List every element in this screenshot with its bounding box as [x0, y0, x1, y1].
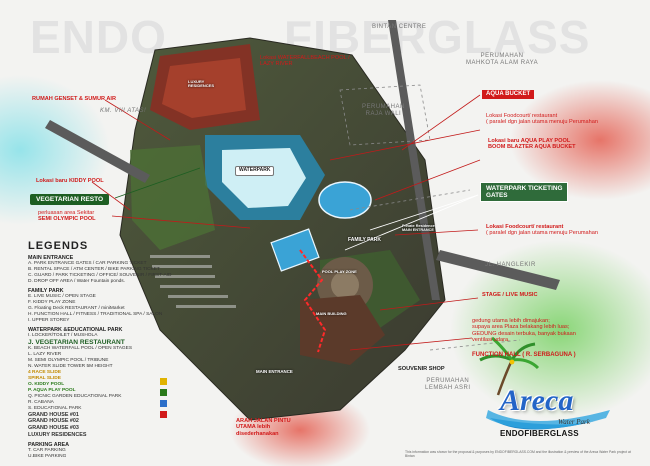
beach-waterfall-pool: [222, 148, 306, 208]
legend-item: GRAND HOUSE #03: [28, 425, 79, 432]
label-main-entrance: MAIN ENTRANCE: [256, 369, 293, 374]
parking-rows: [150, 255, 236, 308]
legend-section-head: FAMILY PARK: [28, 287, 64, 294]
legend-item: L. LAZY RIVER: [28, 351, 62, 357]
fine-print: This information was shown for the propo…: [405, 450, 631, 459]
legend-item: LUXURY RESIDENCES: [28, 431, 87, 438]
road-km-viii: [45, 120, 150, 183]
areca-logo-art: [479, 336, 610, 430]
watermark-left: ENDO: [30, 11, 167, 63]
legend-item: A. PARK ENTRANCE GATES / CAR PARKING TIC…: [28, 261, 147, 266]
label-main-building: MAIN BUILDING: [316, 311, 347, 316]
legend-item: I. UPPER STOREY: [28, 317, 70, 323]
legend-item: SPIRAL SLIDE: [28, 375, 61, 381]
callout-genset: RUMAH GENSET & SUMUR AIR: [32, 96, 117, 102]
legend-item: I. LOCKER/TOILET / MUSHOLA: [28, 332, 98, 338]
callout-foodcourt-1: Lokasi Foodcourt/ restaurant( paralel dg…: [486, 113, 598, 126]
legend-item: N. WATER SLIDE TOWER 5M HEIGHT: [28, 363, 113, 369]
legend-item: GRAND HOUSE #01: [28, 411, 79, 418]
callout-gedung: gedung utama lebih dimajukan;supaya area…: [472, 318, 576, 343]
ticketing-leaders: [344, 194, 479, 251]
legend-title: LEGENDS: [28, 240, 89, 252]
legend-item: R. CABANA: [28, 399, 54, 405]
legend-item: O. KIDDY POOL: [28, 381, 65, 387]
legend-item: B. RENTAL SPACE / ATM CENTER / BIKE PARK…: [28, 266, 160, 272]
legend-item: T. CAR PARKING: [28, 447, 66, 453]
legend-item: J. VEGETARIAN RESTAURANT: [28, 338, 125, 346]
label-jl-hanglekir: JL. HANGLEKIR: [485, 262, 536, 268]
entrance-route: [299, 249, 327, 353]
label-family-park: FAMILY PARK: [348, 237, 381, 243]
legend-item: Q. PICNIC GARDEN EDUCATIONAL PARK: [28, 393, 122, 399]
swatch-cabana: [160, 411, 167, 418]
road-bintan-centre: [388, 20, 440, 300]
glow-red: [510, 80, 650, 200]
legend-item: C. GUARD / PARK TICKETING / OFFICE/ SOUV…: [28, 272, 172, 278]
swatch-4-race-slide: [160, 378, 167, 385]
label-waterpark: WATERPARK: [235, 166, 275, 176]
swatch-aqua-play: [160, 400, 167, 407]
callout-leaders: [91, 94, 481, 351]
legend-item: S. EDUCATIONAL PARK: [28, 405, 82, 411]
legend-item: F. KIDDY PLAY ZONE: [28, 299, 76, 305]
legend-item: M. SEMI OLYMPIC POOL / TRIBUNE: [28, 357, 109, 363]
areca-logo-text: Areca: [500, 384, 574, 417]
callout-vegetarian-resto: VEGETARIAN RESTO: [30, 194, 110, 206]
legend-item: G. Floating Deck RESTAURANT / miniMarket: [28, 305, 125, 311]
brand-name: ENDOFIBERGLASS: [500, 429, 579, 438]
logo-tagline: Water Park: [558, 418, 590, 426]
glow-cyan: [0, 75, 110, 225]
callout-souvenir-shop: SOUVENIR SHOP: [398, 366, 445, 372]
glow-green: [450, 240, 650, 420]
legend-section-head: WATERPARK &EDUCATIONAL PARK: [28, 326, 123, 333]
legend-item: U.BIKE PARKING: [28, 453, 67, 459]
aqua-play-pool: [318, 181, 372, 219]
callout-foodcourt-2: Lokasi Foodcourt/ restaurant( paralel dg…: [486, 224, 598, 237]
swatch-kiddy-pool: [160, 389, 167, 396]
legend-item: P. AQUA PLAY POOL: [28, 387, 76, 393]
label-pool-play-zone: POOL PLAY ZONE: [322, 269, 357, 274]
legend-section-head: PARKING AREA: [28, 441, 70, 448]
callout-function-hall: FUNCTION HALL ( R. SERBAGUNA ): [472, 352, 576, 358]
legend-item: E. LIVE MUSIC / OPEN STAGE: [28, 293, 96, 299]
callout-waterfall-pool: Lokasi WATERFALLBEACH POOL /LAZY RIVER: [260, 55, 350, 68]
legend-item: 4 RACE SLIDE: [28, 369, 62, 375]
property-lines: [339, 84, 521, 351]
parking-green: [130, 145, 215, 250]
legend-item: K. BEACH WATERFALL POOL / OPEN STAGES: [28, 345, 133, 351]
legend-item: D. DROP OFF AREA / Water Fountain ponds.: [28, 278, 126, 284]
label-km-viii: KM. VIII ATAS!: [100, 108, 147, 114]
main-building: [300, 295, 385, 365]
callout-kiddy-pool: Lokasi baru KIDDY POOL: [36, 178, 104, 184]
legend-item: H. FUNCTION HALL / FITNESS / TRADITIONAL…: [28, 311, 163, 317]
legend-section-head: MAIN ENTRANCE: [28, 255, 74, 261]
road-hanglekir: [436, 250, 560, 290]
label-bintan-centre: BINTAN CENTRE: [372, 24, 427, 30]
callout-stage: STAGE / LIVE MUSIC: [482, 292, 538, 298]
legend-item: GRAND HOUSE #02: [28, 418, 79, 425]
callout-aqua-bucket: AQUA BUCKET: [482, 90, 535, 99]
